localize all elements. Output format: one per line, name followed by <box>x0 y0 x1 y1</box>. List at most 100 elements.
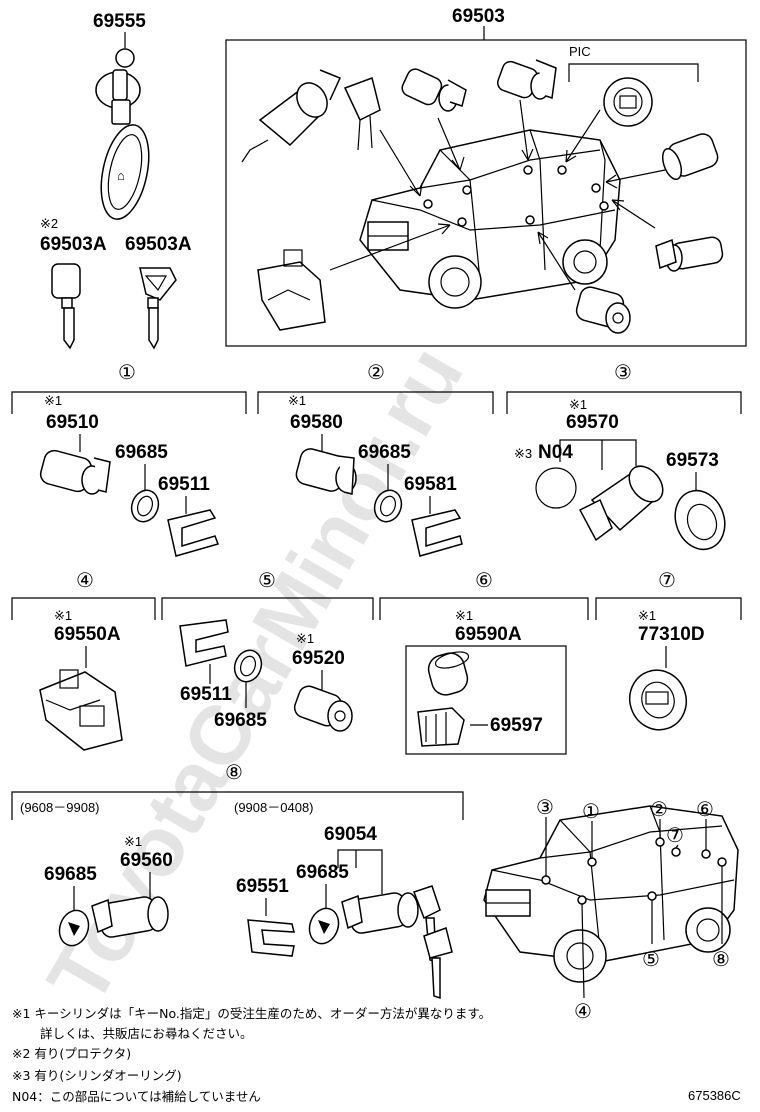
locator-3[interactable]: ③ <box>536 795 554 819</box>
part-69550A-label[interactable]: 69550A <box>54 624 121 645</box>
cylinder-69054-icon <box>341 892 419 934</box>
note-3: ※3 有り(シリンダオーリング) <box>12 1068 182 1083</box>
svg-text:⌂: ⌂ <box>117 168 125 183</box>
washer-69685-icon-s1 <box>130 489 160 523</box>
section-4-num: ④ <box>76 568 94 592</box>
key-icon <box>139 267 177 350</box>
locator-5[interactable]: ⑤ <box>642 947 660 971</box>
part-69597-label[interactable]: 69597 <box>490 715 543 736</box>
fuel-lid-lock-77310D-icon <box>629 669 687 731</box>
section-3: ③ ※1 69570 ※3 N04 69573 <box>506 360 742 551</box>
cylinder-69560-icon <box>91 896 169 938</box>
part-69590A-label[interactable]: 69590A <box>455 624 522 645</box>
part-69685-label-s5[interactable]: 69685 <box>214 710 267 731</box>
part-69503A-label[interactable]: 69503A <box>40 234 107 255</box>
part-69511-label-s5[interactable]: 69511 <box>180 684 232 705</box>
section-4: ④ ※1 69550A <box>11 568 156 751</box>
lock-cylinder-icon-3 <box>496 59 557 100</box>
part-69685-label-s8b[interactable]: 69685 <box>296 862 349 883</box>
part-69560-label[interactable]: 69560 <box>120 850 173 871</box>
retainer-69511-icon-s1 <box>167 509 219 557</box>
cylinder-69590A-icon <box>427 651 470 696</box>
retainer-69581-icon <box>411 509 463 557</box>
part-69570-label[interactable]: 69570 <box>566 412 619 433</box>
s7-mark: ※1 <box>638 608 656 623</box>
part-69511-label-s1[interactable]: 69511 <box>158 474 210 495</box>
note-mark-2: ※2 <box>40 216 58 231</box>
section-1-num: ① <box>118 360 136 384</box>
cylinder-69570-icon <box>578 465 664 542</box>
oring-N04-icon <box>535 467 577 509</box>
s6-mark: ※1 <box>455 608 473 623</box>
washer-69685-icon-s8b <box>308 907 340 945</box>
part-77310D-label[interactable]: 77310D <box>638 624 705 645</box>
tailgate-lock-icon <box>257 249 326 331</box>
part-69581-label[interactable]: 69581 <box>404 474 457 495</box>
section-6: ⑥ ※1 69590A 69597 <box>379 568 589 755</box>
assembly-69503-frame <box>225 39 747 347</box>
pic-label: PIC <box>569 44 591 59</box>
lock-cylinder-icon-1 <box>241 69 381 163</box>
vehicle-illustration-top <box>329 99 666 309</box>
cylinder-69580-icon <box>295 448 357 495</box>
keys-69054-icon <box>413 885 453 1000</box>
note-2: ※2 有り(プロテクタ) <box>12 1046 131 1061</box>
s4-mark: ※1 <box>54 608 72 623</box>
s1-mark: ※1 <box>44 393 62 408</box>
section-8-num: ⑧ <box>225 760 243 784</box>
s2-mark: ※1 <box>288 393 306 408</box>
s8-mark: ※1 <box>124 834 142 849</box>
section-7-num: ⑦ <box>658 568 676 592</box>
part-69551-label[interactable]: 69551 <box>236 876 289 897</box>
lock-cylinder-icon-5 <box>655 236 724 272</box>
s3-mark: ※1 <box>569 397 587 412</box>
cylinder-69510-icon <box>39 449 111 495</box>
part-69685-label-s2[interactable]: 69685 <box>358 442 411 463</box>
section-2-num: ② <box>367 360 385 384</box>
lock-cylinder-icon-pic <box>603 77 653 127</box>
s3-ring-mark: ※3 <box>514 446 532 461</box>
plug-69597-icon <box>417 707 465 747</box>
section-2: ② ※1 69580 69685 69581 <box>257 360 494 557</box>
locator-6[interactable]: ⑥ <box>696 797 714 821</box>
locator-4[interactable]: ④ <box>574 999 592 1023</box>
section-3-num: ③ <box>614 360 632 384</box>
locator-2[interactable]: ② <box>650 797 668 821</box>
part-N04-label[interactable]: N04 <box>538 442 573 463</box>
part-69510-label[interactable]: 69510 <box>46 412 99 433</box>
range-1: (9608－9908) <box>20 800 100 815</box>
section-5-num: ⑤ <box>258 568 276 592</box>
vehicle-locator <box>483 805 739 999</box>
section-5: ⑤ ※1 69520 69511 69685 <box>161 568 374 732</box>
diagram-code: 675386C <box>688 1088 741 1103</box>
key-with-protector-icon <box>51 263 81 350</box>
lock-cylinder-icon-6 <box>575 286 631 334</box>
locator-7[interactable]: ⑦ <box>666 823 684 847</box>
tailgate-lock-69550A-icon <box>39 669 123 751</box>
part-69503-label[interactable]: 69503 <box>452 6 505 27</box>
part-69573-label[interactable]: 69573 <box>666 450 719 471</box>
section-7: ⑦ ※1 77310D <box>595 568 742 731</box>
key-ring-icon: ⌂ <box>95 32 150 220</box>
section-1: ① ※1 69510 69685 69511 <box>11 360 247 557</box>
part-69503A-label-2[interactable]: 69503A <box>125 234 192 255</box>
part-69580-label[interactable]: 69580 <box>290 412 343 433</box>
part-69054-label[interactable]: 69054 <box>324 824 377 845</box>
part-69520-label[interactable]: 69520 <box>292 648 345 669</box>
bezel-69573-icon <box>674 489 726 551</box>
part-69685-label-s1[interactable]: 69685 <box>115 442 168 463</box>
locator-8[interactable]: ⑧ <box>712 947 730 971</box>
range-2: (9908－0408) <box>234 800 314 815</box>
s5-mark: ※1 <box>296 631 314 646</box>
note-1b: 詳しくは、共販店にお尋ねください。 <box>40 1026 253 1041</box>
retainer-69511-icon-s5 <box>179 619 229 667</box>
retainer-69551-icon <box>247 919 295 957</box>
washer-69685-icon-s5 <box>233 649 263 683</box>
part-69555-label[interactable]: 69555 <box>93 11 146 32</box>
locator-1[interactable]: ① <box>582 799 600 823</box>
washer-69685-icon-s8a <box>58 909 90 947</box>
section-8: ⑧ (9608－9908) (9908－0408) 69685 ※1 69560… <box>11 760 464 1000</box>
note-1a: ※1 キーシリンダは「キーNo.指定」の受注生産のため、オーダー方法が異なります… <box>12 1006 491 1021</box>
part-69685-label-s8a[interactable]: 69685 <box>44 864 97 885</box>
